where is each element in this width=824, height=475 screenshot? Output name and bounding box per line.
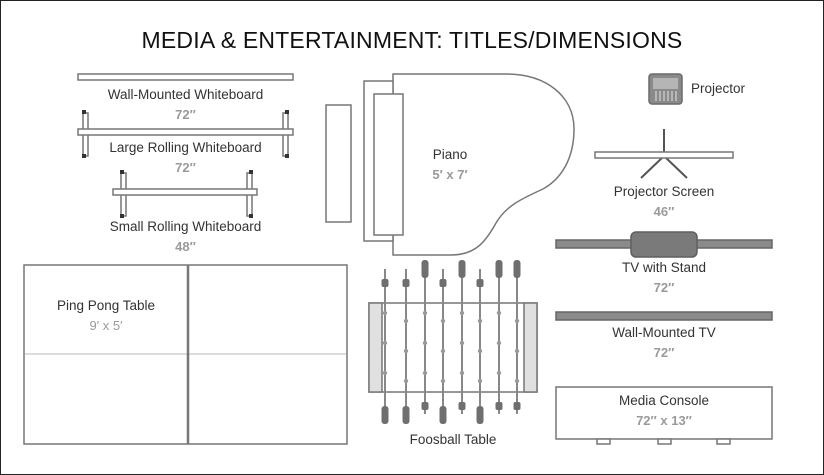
foosball-figure	[403, 348, 409, 354]
foosball-figure	[422, 310, 428, 316]
foosball-handle	[495, 260, 503, 278]
foosball-figure	[477, 318, 483, 324]
foosball-rod-end	[402, 279, 410, 287]
piano-bench-shape	[325, 104, 352, 223]
foosball-handle	[458, 260, 466, 278]
foosball-rod-end	[513, 402, 521, 410]
foosball-figure	[459, 340, 465, 346]
foosball-figure	[514, 318, 520, 324]
foosball-figure	[440, 348, 446, 354]
piano-shape	[363, 73, 575, 256]
small-whiteboard-dimension: 48″	[175, 239, 196, 254]
foosball-handle	[402, 406, 410, 424]
wall-whiteboard-shape	[77, 73, 294, 81]
foosball-figure	[496, 340, 502, 346]
foosball-figure	[477, 378, 483, 384]
foosball-figure	[440, 318, 446, 324]
large-whiteboard-dimension: 72″	[175, 160, 196, 175]
page-title: MEDIA & ENTERTAINMENT: TITLES/DIMENSIONS	[141, 27, 683, 53]
foosball-handle	[439, 406, 447, 424]
foosball-figure	[477, 348, 483, 354]
foosball-figure	[459, 310, 465, 316]
foosball-rods	[381, 260, 521, 424]
projector-shape	[648, 73, 683, 105]
projector-label: Projector	[691, 81, 746, 96]
foosball-figure	[440, 378, 446, 384]
tv-with-stand-dimension: 72″	[653, 280, 675, 295]
foosball-figure	[403, 318, 409, 324]
ping-pong-label: Ping Pong Table	[56, 298, 156, 313]
foosball-rod-end	[421, 402, 429, 410]
large-whiteboard-shape	[77, 110, 294, 158]
wall-tv-dimension: 72″	[653, 345, 675, 360]
piano-label: Piano	[432, 147, 468, 162]
foosball-figure	[403, 378, 409, 384]
foosball-rod-end	[495, 402, 503, 410]
tv-with-stand-label: TV with Stand	[621, 260, 707, 275]
wall-tv-label: Wall-Mounted TV	[612, 325, 716, 340]
foosball-rod-end	[458, 402, 466, 410]
large-whiteboard-label: Large Rolling Whiteboard	[109, 140, 262, 155]
media-console-dimension: 72″ x 13″	[636, 413, 692, 428]
foosball-rod-end	[476, 279, 484, 287]
small-whiteboard-shape	[112, 170, 258, 218]
tv-with-stand-shape	[555, 231, 773, 258]
foosball-figure	[459, 370, 465, 376]
foosball-figure	[382, 370, 388, 376]
foosball-rod-end	[381, 279, 389, 287]
wall-whiteboard-dimension: 72″	[175, 107, 196, 122]
foosball-figure	[496, 370, 502, 376]
foosball-figure	[496, 310, 502, 316]
foosball-figure	[382, 340, 388, 346]
foosball-label: Foosball Table	[409, 432, 497, 447]
foosball-figure	[422, 340, 428, 346]
projector-screen-shape	[594, 129, 734, 179]
media-console-label: Media Console	[618, 393, 710, 408]
foosball-table-shape	[368, 302, 538, 393]
foosball-rod-end	[439, 279, 447, 287]
projector-screen-dimension: 46″	[653, 204, 675, 219]
ping-pong-table-shape	[23, 264, 348, 445]
wall-tv-shape	[555, 311, 773, 321]
foosball-figure	[514, 348, 520, 354]
ping-pong-dimension: 9′ x 5′	[89, 318, 123, 333]
small-whiteboard-label: Small Rolling Whiteboard	[109, 219, 262, 234]
foosball-figure	[382, 310, 388, 316]
foosball-figure	[514, 378, 520, 384]
foosball-figure	[422, 370, 428, 376]
foosball-handle	[476, 406, 484, 424]
wall-whiteboard-label: Wall-Mounted Whiteboard	[107, 87, 264, 102]
projector-screen-label: Projector Screen	[613, 184, 715, 199]
foosball-handle	[513, 260, 521, 278]
foosball-handle	[381, 406, 389, 424]
foosball-handle	[421, 260, 429, 278]
media-console-shape	[555, 386, 773, 445]
piano-dimension: 5′ x 7′	[432, 167, 468, 182]
